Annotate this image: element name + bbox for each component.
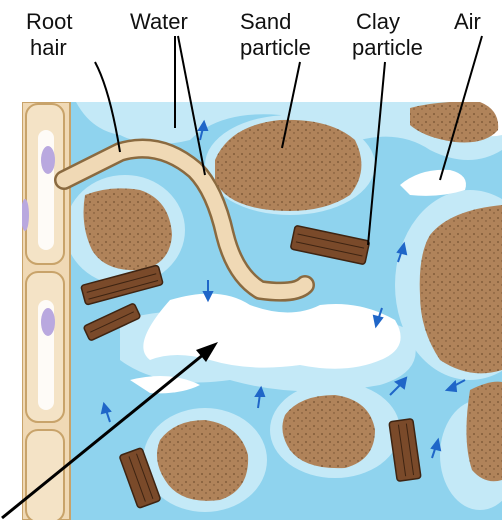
root-cells [21, 102, 70, 520]
nucleus [41, 308, 55, 336]
sand-particle [466, 382, 502, 482]
nucleus [41, 146, 55, 174]
